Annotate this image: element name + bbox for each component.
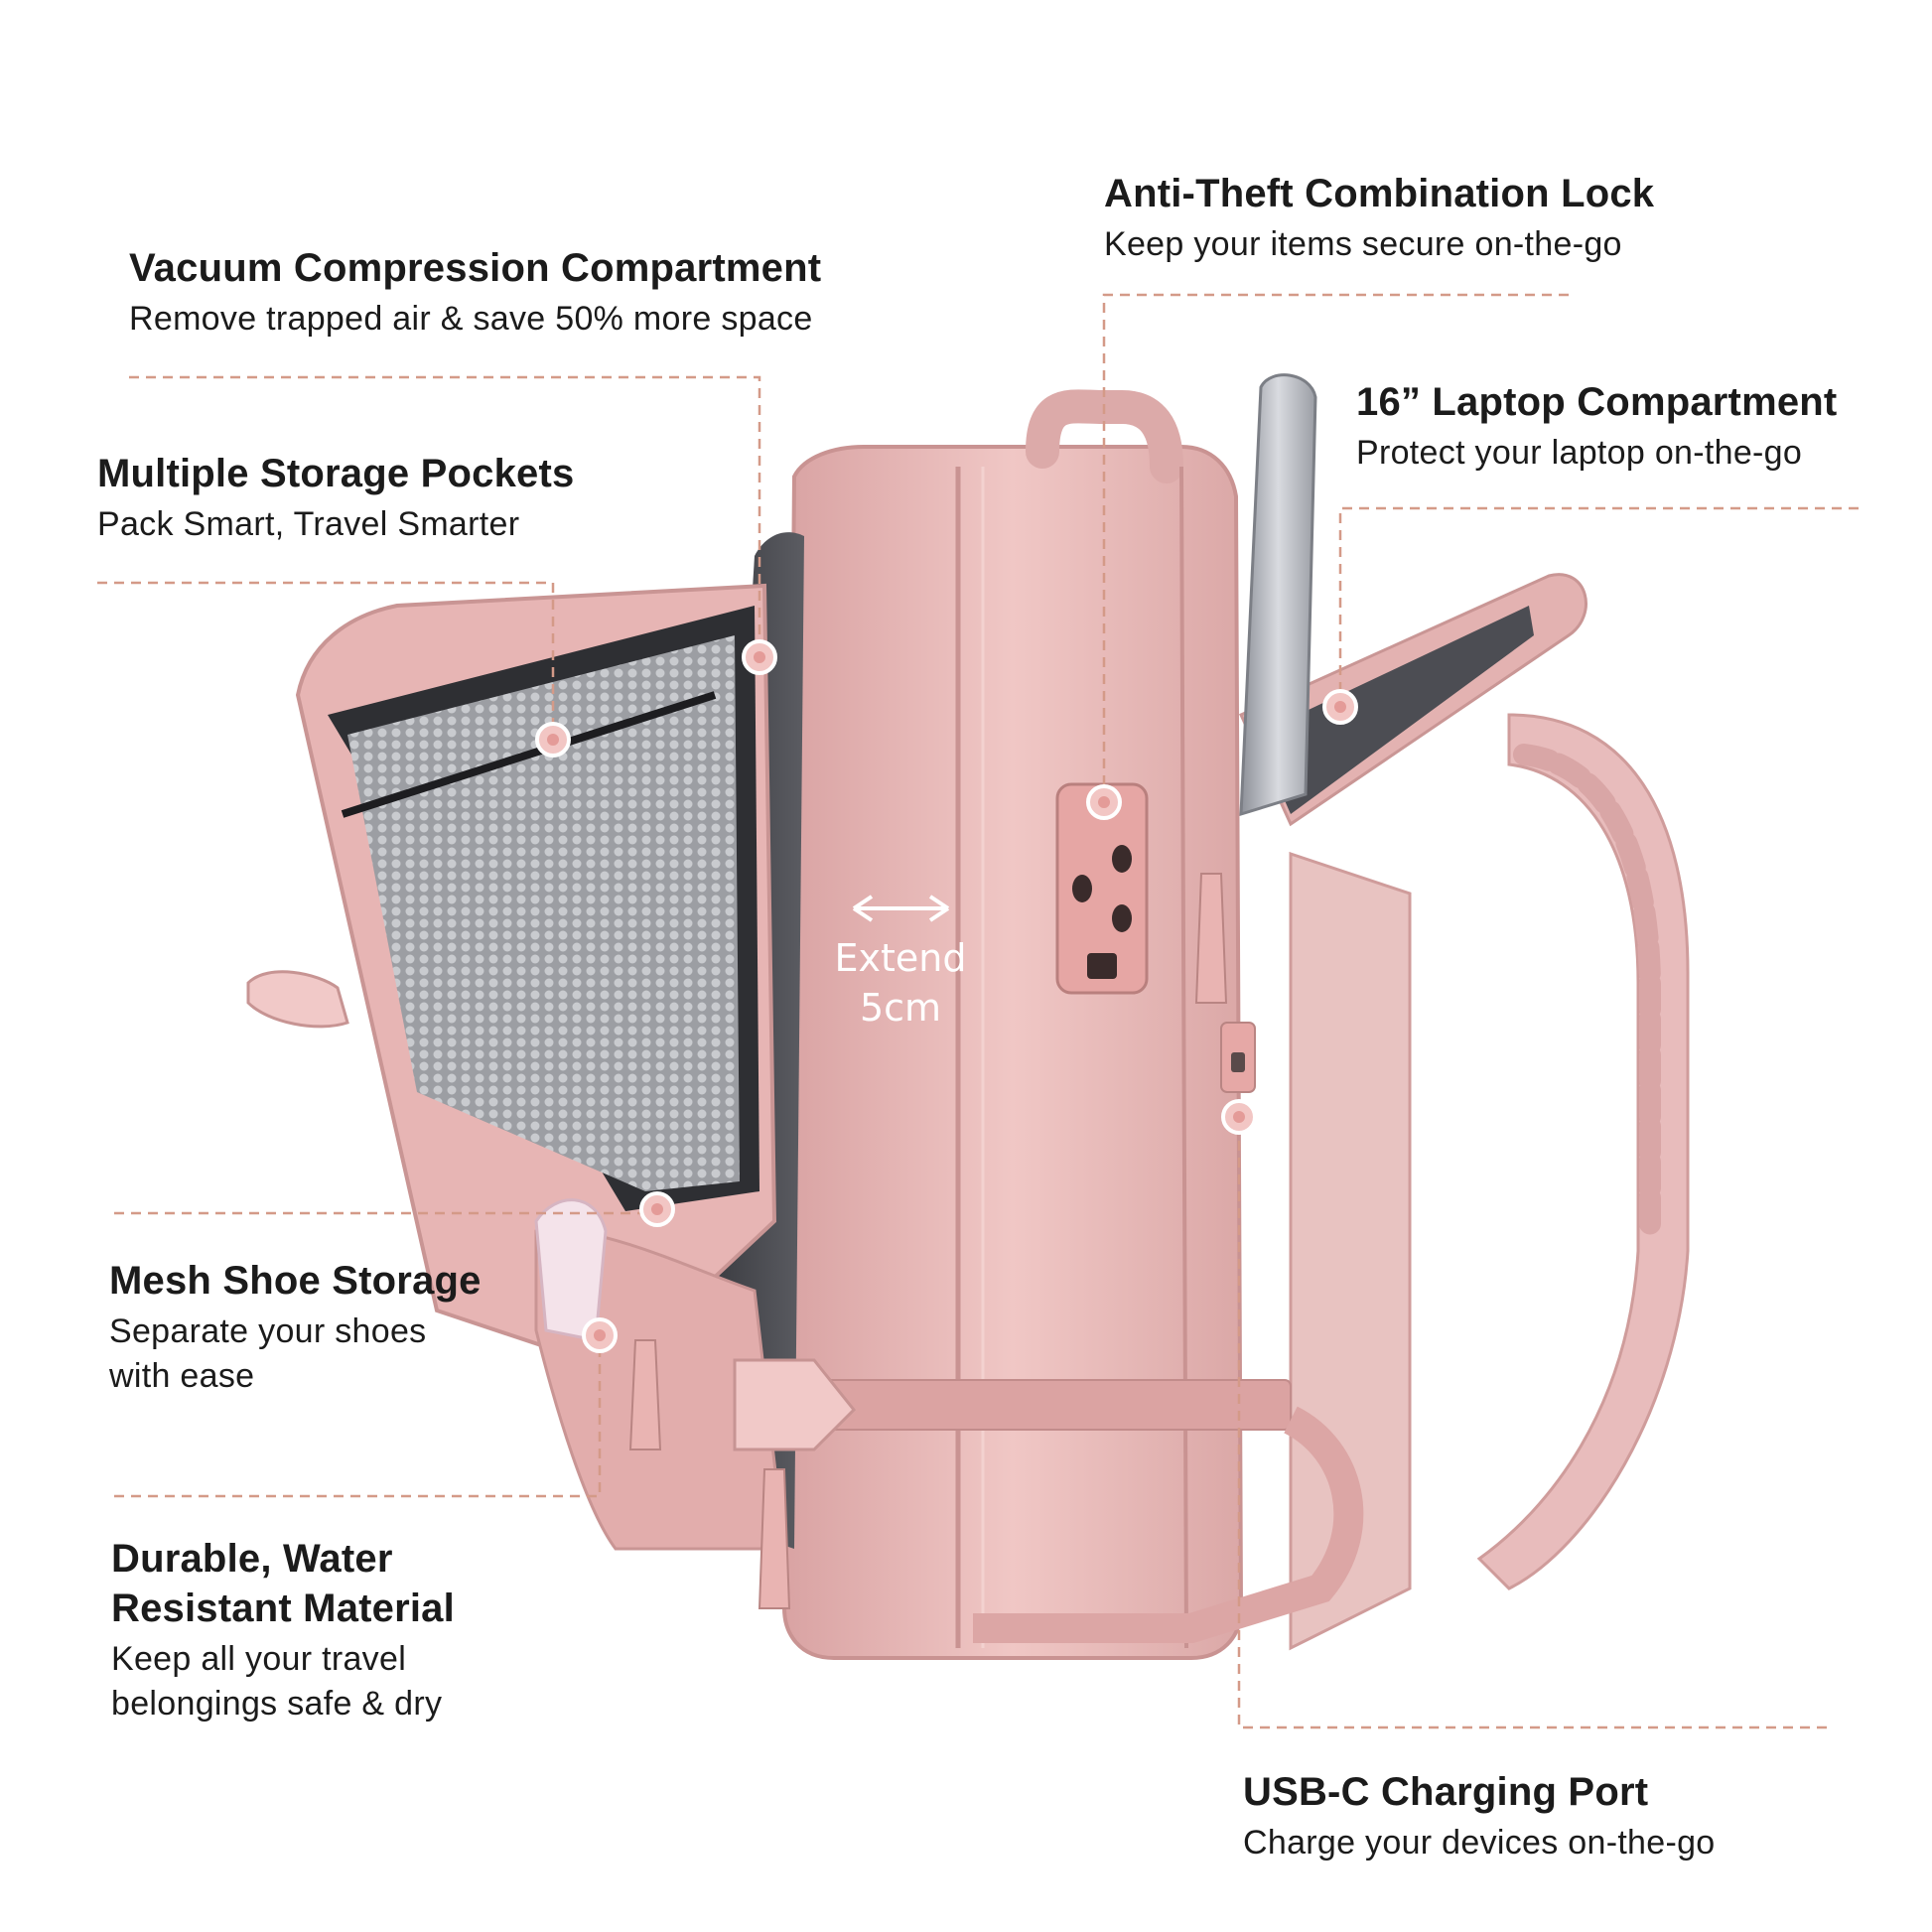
shoulder-strap (1476, 713, 1690, 1590)
callout-desc: Protect your laptop on-the-go (1356, 434, 1803, 472)
callout-desc-line2: with ease (109, 1357, 255, 1395)
callout-title: USB-C Charging Port (1243, 1770, 1649, 1814)
callout-title: Anti-Theft Combination Lock (1104, 172, 1655, 215)
callout-lock: Anti-Theft Combination Lock Keep your it… (1104, 169, 1654, 267)
hotspot-dots (535, 639, 1358, 1353)
buckle (733, 1358, 857, 1451)
callout-desc-line2: belongings safe & dry (111, 1685, 443, 1723)
zipper-pull (758, 1468, 791, 1609)
side-buckle (246, 970, 349, 1029)
callout-title: Mesh Shoe Storage (109, 1259, 482, 1303)
callout-desc-line1: Separate your shoes (109, 1312, 427, 1350)
callout-laptop: 16” Laptop Compartment Protect your lapt… (1356, 377, 1837, 476)
callout-title: 16” Laptop Compartment (1356, 380, 1838, 424)
mesh-panel (347, 635, 740, 1191)
extend-label-line2: 5cm (859, 986, 942, 1030)
callout-desc-line1: Keep all your travel (111, 1640, 407, 1678)
callout-desc: Charge your devices on-the-go (1243, 1824, 1716, 1862)
zipper-pull (1194, 873, 1228, 1004)
callout-usb: USB-C Charging Port Charge your devices … (1243, 1767, 1716, 1865)
callout-desc: Keep your items secure on-the-go (1104, 225, 1622, 263)
callout-title: Vacuum Compression Compartment (129, 246, 822, 290)
callout-title-line1: Durable, Water (111, 1537, 393, 1581)
extend-arrow-icon (852, 895, 950, 922)
top-handle (1026, 389, 1183, 483)
zipper-pull (628, 1339, 662, 1450)
callout-desc: Remove trapped air & save 50% more space (129, 300, 813, 338)
laptop (1239, 373, 1317, 817)
extend-label-line1: Extend (834, 936, 967, 980)
callout-shoes: Mesh Shoe Storage Separate your shoes wi… (109, 1256, 482, 1399)
callout-desc: Pack Smart, Travel Smarter (97, 505, 520, 543)
extend-label: Extend 5cm (821, 933, 980, 1033)
callout-vacuum: Vacuum Compression Compartment Remove tr… (129, 243, 821, 342)
main-body (781, 445, 1244, 1660)
callout-durable: Durable, Water Resistant Material Keep a… (111, 1534, 455, 1726)
callout-title: Multiple Storage Pockets (97, 452, 575, 495)
callout-title-line2: Resistant Material (111, 1587, 455, 1630)
callout-pockets: Multiple Storage Pockets Pack Smart, Tra… (97, 449, 574, 547)
